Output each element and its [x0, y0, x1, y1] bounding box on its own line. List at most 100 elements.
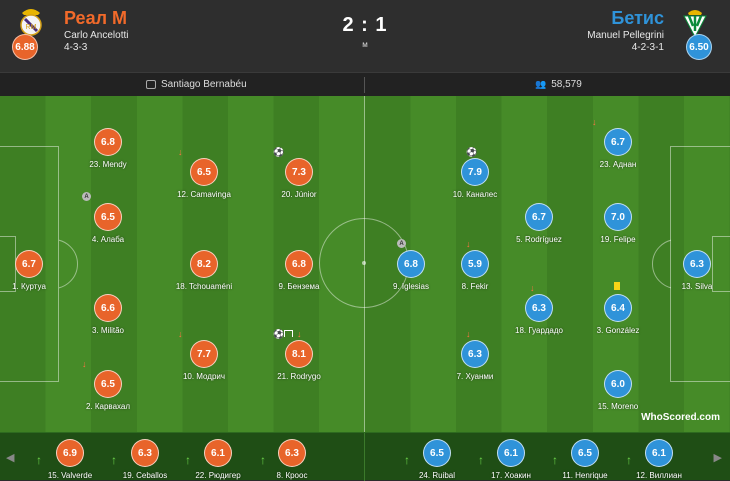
- bench-scroll-left-icon[interactable]: ◀: [6, 452, 15, 464]
- whoscored-logo: WhoScored.com: [641, 412, 720, 423]
- bench-scroll-right-icon[interactable]: ▶: [713, 452, 722, 464]
- home-team-name[interactable]: Реал М: [64, 8, 128, 28]
- substitution-on-icon: ↑: [626, 453, 632, 467]
- player-home-rb[interactable]: 6.5↓ 2. Карвахал: [63, 359, 153, 411]
- player-name: 11. Henrique: [562, 471, 608, 480]
- player-rating: 5.9↓: [461, 239, 489, 278]
- player-away-ldm[interactable]: 6.7 5. Rodríguez: [494, 203, 584, 244]
- away-team-name[interactable]: Бетис: [611, 8, 664, 28]
- substitution-on-icon: ↑: [185, 453, 191, 467]
- player-away-rcb[interactable]: 6.4 3. González: [573, 282, 663, 335]
- player-name: 9. Бензема: [278, 282, 320, 291]
- player-home-lcm[interactable]: 6.5↓ 12. Camavinga: [159, 147, 249, 199]
- stadium-name: Santiago Bernabéu: [161, 79, 247, 90]
- stadium-icon: [146, 80, 156, 89]
- player-rating: 6.7: [15, 250, 43, 278]
- match-info-bar: Santiago Bernabéu 👥 58,579: [0, 72, 730, 96]
- attendance-value: 58,579: [551, 79, 582, 90]
- player-name: 4. Алаба: [91, 235, 125, 244]
- player-away-rw[interactable]: 6.3↓ 7. Хуанми: [430, 329, 520, 381]
- real-madrid-crest-icon: RM: [20, 9, 42, 36]
- player-name: 2. Карвахал: [85, 402, 131, 411]
- bench-divider: [364, 433, 365, 481]
- player-rating: 7.7↓: [178, 329, 218, 368]
- player-rating: 8.1⚽↓: [273, 329, 313, 368]
- bench-away-2[interactable]: 6.1 17. Хоакин: [466, 439, 556, 480]
- bench-home-4[interactable]: 6.3 8. Кроос: [247, 439, 337, 480]
- bench-away-1[interactable]: 6.5 24. Ruibal: [392, 439, 482, 480]
- center-spot: [362, 261, 366, 265]
- player-home-rcm[interactable]: 7.7↓ 10. Модрич: [159, 329, 249, 381]
- player-name: 18. Tchouaméni: [175, 282, 233, 291]
- player-name: 12. Виллиан: [636, 471, 682, 480]
- player-rating: 6.5: [423, 439, 451, 467]
- player-rating: 6.4: [604, 282, 632, 322]
- player-name: 5. Rodríguez: [516, 235, 562, 244]
- player-rating: 7.9⚽: [461, 147, 489, 186]
- home-penalty-box: [0, 146, 59, 382]
- player-rating: 6.7↓: [592, 117, 632, 156]
- match-score: 2 : 1: [342, 14, 388, 36]
- substitution-off-icon: ↓: [178, 329, 183, 339]
- substitution-off-icon: ↓: [82, 359, 87, 369]
- substitution-off-icon: ↓: [466, 239, 471, 249]
- substitution-off-icon: ↓: [178, 147, 183, 157]
- player-rating: 6.3↓: [461, 329, 489, 368]
- goal-ball-icon: ⚽: [273, 147, 285, 157]
- player-away-lcb[interactable]: 7.0 19. Felipe: [573, 203, 663, 244]
- bench-home-1[interactable]: 6.9 15. Valverde: [25, 439, 115, 480]
- player-rating: 6.6: [94, 294, 122, 322]
- player-name: 23. Аднан: [599, 160, 637, 169]
- player-home-lb[interactable]: 6.8 23. Mendy: [63, 128, 153, 169]
- player-rating: 6.1: [497, 439, 525, 467]
- bench-home-3[interactable]: 6.1 22. Рюдигер: [173, 439, 263, 480]
- player-away-gk[interactable]: 6.3 13. Silva: [652, 250, 730, 291]
- substitution-off-icon: ↓: [466, 329, 471, 339]
- player-away-rdm[interactable]: 6.3↓ 18. Гуардадо: [494, 283, 584, 335]
- attendance-icon: 👥: [535, 79, 547, 89]
- player-away-am[interactable]: 5.9↓ 8. Fekir: [430, 239, 520, 291]
- player-away-lw[interactable]: 7.9⚽ 10. Каналес: [430, 147, 520, 199]
- player-rating: 6.3: [278, 439, 306, 467]
- player-rating: 6.5↓: [82, 359, 122, 398]
- substitution-on-icon: ↑: [552, 453, 558, 467]
- captain-icon: A: [82, 192, 91, 201]
- player-away-rb[interactable]: 6.0 15. Moreno: [573, 370, 663, 411]
- match-header: RM 6.88 Реал М Carlo Ancelotti 4-3-3 2 :…: [0, 0, 730, 72]
- player-name: 19. Felipe: [600, 235, 636, 244]
- away-formation: 4-2-3-1: [631, 42, 664, 53]
- player-rating: 8.2: [190, 250, 218, 278]
- player-home-dm[interactable]: 8.2 18. Tchouaméni: [159, 250, 249, 291]
- player-home-st[interactable]: 6.8 9. Бензема: [254, 250, 344, 291]
- player-rating: 6.3: [131, 439, 159, 467]
- player-home-rcb[interactable]: 6.6 3. Militão: [63, 294, 153, 335]
- player-name: 1. Куртуа: [12, 282, 46, 291]
- yellow-card-icon: [614, 282, 620, 290]
- attendance-info: 👥 58,579: [535, 79, 582, 90]
- away-team-rating: 6.50: [686, 34, 712, 60]
- player-away-lb[interactable]: 6.7↓ 23. Аднан: [573, 117, 663, 169]
- player-rating: 6.1: [204, 439, 232, 467]
- goal-ball-icon: ⚽: [273, 329, 285, 339]
- player-name: 24. Ruibal: [418, 471, 456, 480]
- player-name: 3. Militão: [91, 326, 124, 335]
- player-name: 15. Moreno: [597, 402, 639, 411]
- player-home-rw[interactable]: 8.1⚽↓ 21. Rodrygo: [254, 329, 344, 381]
- player-name: 15. Valverde: [47, 471, 93, 480]
- player-name: 18. Гуардадо: [515, 326, 563, 335]
- bench-home-2[interactable]: 6.3 19. Ceballos: [100, 439, 190, 480]
- bench-away-4[interactable]: 6.1 12. Виллиан: [614, 439, 704, 480]
- player-name: 22. Рюдигер: [195, 471, 241, 480]
- assist-icon: [284, 330, 293, 337]
- player-name: 13. Silva: [681, 282, 713, 291]
- substitution-on-icon: ↑: [36, 453, 42, 467]
- player-rating: 6.3↓: [525, 283, 553, 322]
- bench-away-3[interactable]: 6.5 11. Henrique: [540, 439, 630, 480]
- player-home-gk[interactable]: 6.7 1. Куртуа: [0, 250, 74, 291]
- player-home-lw[interactable]: 7.3⚽ 20. Júnior: [254, 147, 344, 199]
